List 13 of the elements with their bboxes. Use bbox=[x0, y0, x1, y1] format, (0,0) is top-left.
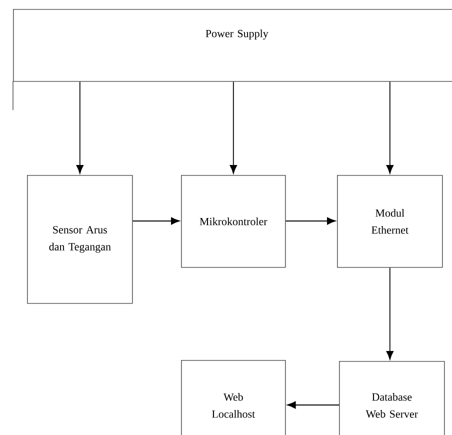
arrow bbox=[230, 81, 238, 174]
arrow bbox=[386, 267, 394, 360]
arrow bbox=[386, 81, 394, 174]
arrow bbox=[132, 217, 180, 225]
arrow bbox=[287, 401, 340, 409]
process-box: Mikrokontroler bbox=[181, 175, 286, 268]
arrow bbox=[285, 217, 336, 225]
process-box: Web Localhost bbox=[181, 360, 286, 435]
process-box: Power Supply bbox=[13, 9, 452, 82]
arrow bbox=[76, 81, 84, 174]
process-box: Database Web Server bbox=[339, 361, 445, 435]
process-box: Modul Ethernet bbox=[337, 175, 443, 268]
process-box: Sensor Arus dan Tegangan bbox=[27, 175, 133, 304]
